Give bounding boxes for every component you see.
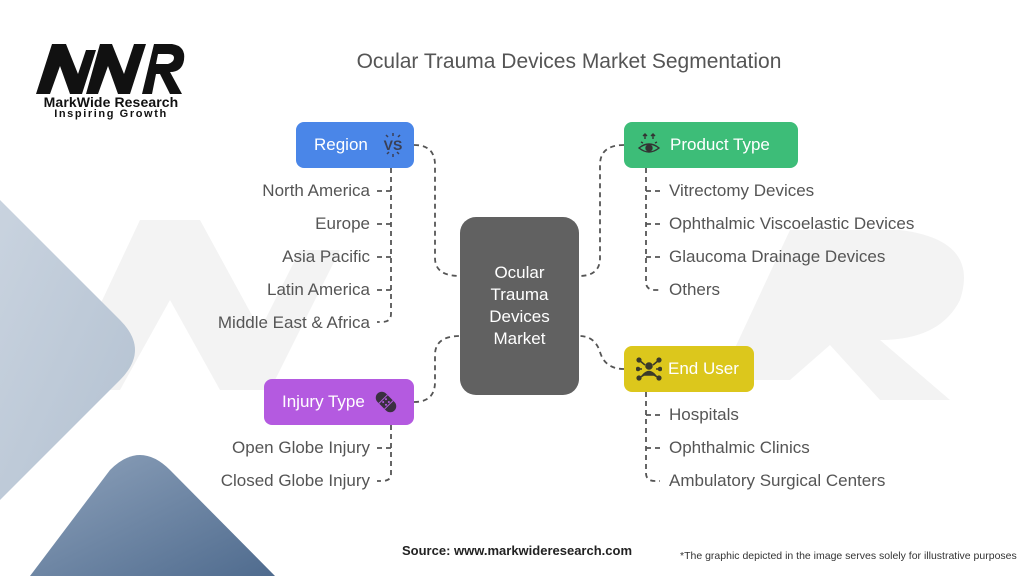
injury-items-spine xyxy=(377,425,392,482)
end-user-item: Ambulatory Surgical Centers xyxy=(669,471,886,490)
end-user-item: Hospitals xyxy=(669,405,739,424)
source-link[interactable]: Source: www.markwideresearch.com xyxy=(402,543,633,558)
category-end-user-label: End User xyxy=(668,359,739,378)
bandage-icon xyxy=(375,391,397,413)
product-type-item: Glaucoma Drainage Devices xyxy=(669,247,886,266)
enduser-items-spine xyxy=(645,392,660,482)
injury-type-item: Closed Globe Injury xyxy=(220,471,370,490)
center-node: Ocular Trauma Devices Market xyxy=(460,217,579,395)
product-type-item: Ophthalmic Viscoelastic Devices xyxy=(669,214,915,233)
end-user-item: Ophthalmic Clinics xyxy=(669,438,810,457)
injury-type-item: Open Globe Injury xyxy=(232,438,370,457)
category-injury-type: Injury Type xyxy=(264,379,414,425)
logo-name: MarkWide Research xyxy=(43,94,179,110)
region-item: North America xyxy=(262,181,370,200)
network-users-icon xyxy=(636,357,662,381)
background-shape-light xyxy=(0,200,135,500)
svg-text:VS: VS xyxy=(384,137,403,153)
category-injury-type-label: Injury Type xyxy=(282,392,365,411)
background-shape-dark xyxy=(30,455,275,576)
region-items-spine xyxy=(377,168,392,323)
category-region: Region VS xyxy=(296,122,414,168)
category-product-type-label: Product Type xyxy=(670,135,770,154)
vs-icon: VS xyxy=(384,133,403,157)
category-region-label: Region xyxy=(314,135,368,154)
region-item: Europe xyxy=(315,214,370,233)
product-type-item: Others xyxy=(669,280,721,299)
connector-region xyxy=(413,144,461,277)
markwide-logo-icon xyxy=(36,44,185,94)
product-items-spine xyxy=(645,168,660,291)
disclaimer: *The graphic depicted in the image serve… xyxy=(680,550,1017,562)
region-item: Asia Pacific xyxy=(282,247,370,266)
region-item: Middle East & Africa xyxy=(217,313,370,332)
connector-enduser xyxy=(578,335,625,370)
eye-icon xyxy=(637,133,661,153)
logo-tagline: Inspiring Growth xyxy=(54,108,168,120)
category-end-user: End User xyxy=(624,346,754,392)
connector-product xyxy=(578,144,625,277)
region-item: Latin America xyxy=(267,280,370,299)
category-product-type: Product Type xyxy=(624,122,798,168)
center-label: Ocular Trauma Devices Market xyxy=(489,263,550,348)
product-type-item: Vitrectomy Devices xyxy=(669,181,815,200)
page-title: Ocular Trauma Devices Market Segmentatio… xyxy=(356,50,782,73)
connector-injury xyxy=(413,335,461,403)
